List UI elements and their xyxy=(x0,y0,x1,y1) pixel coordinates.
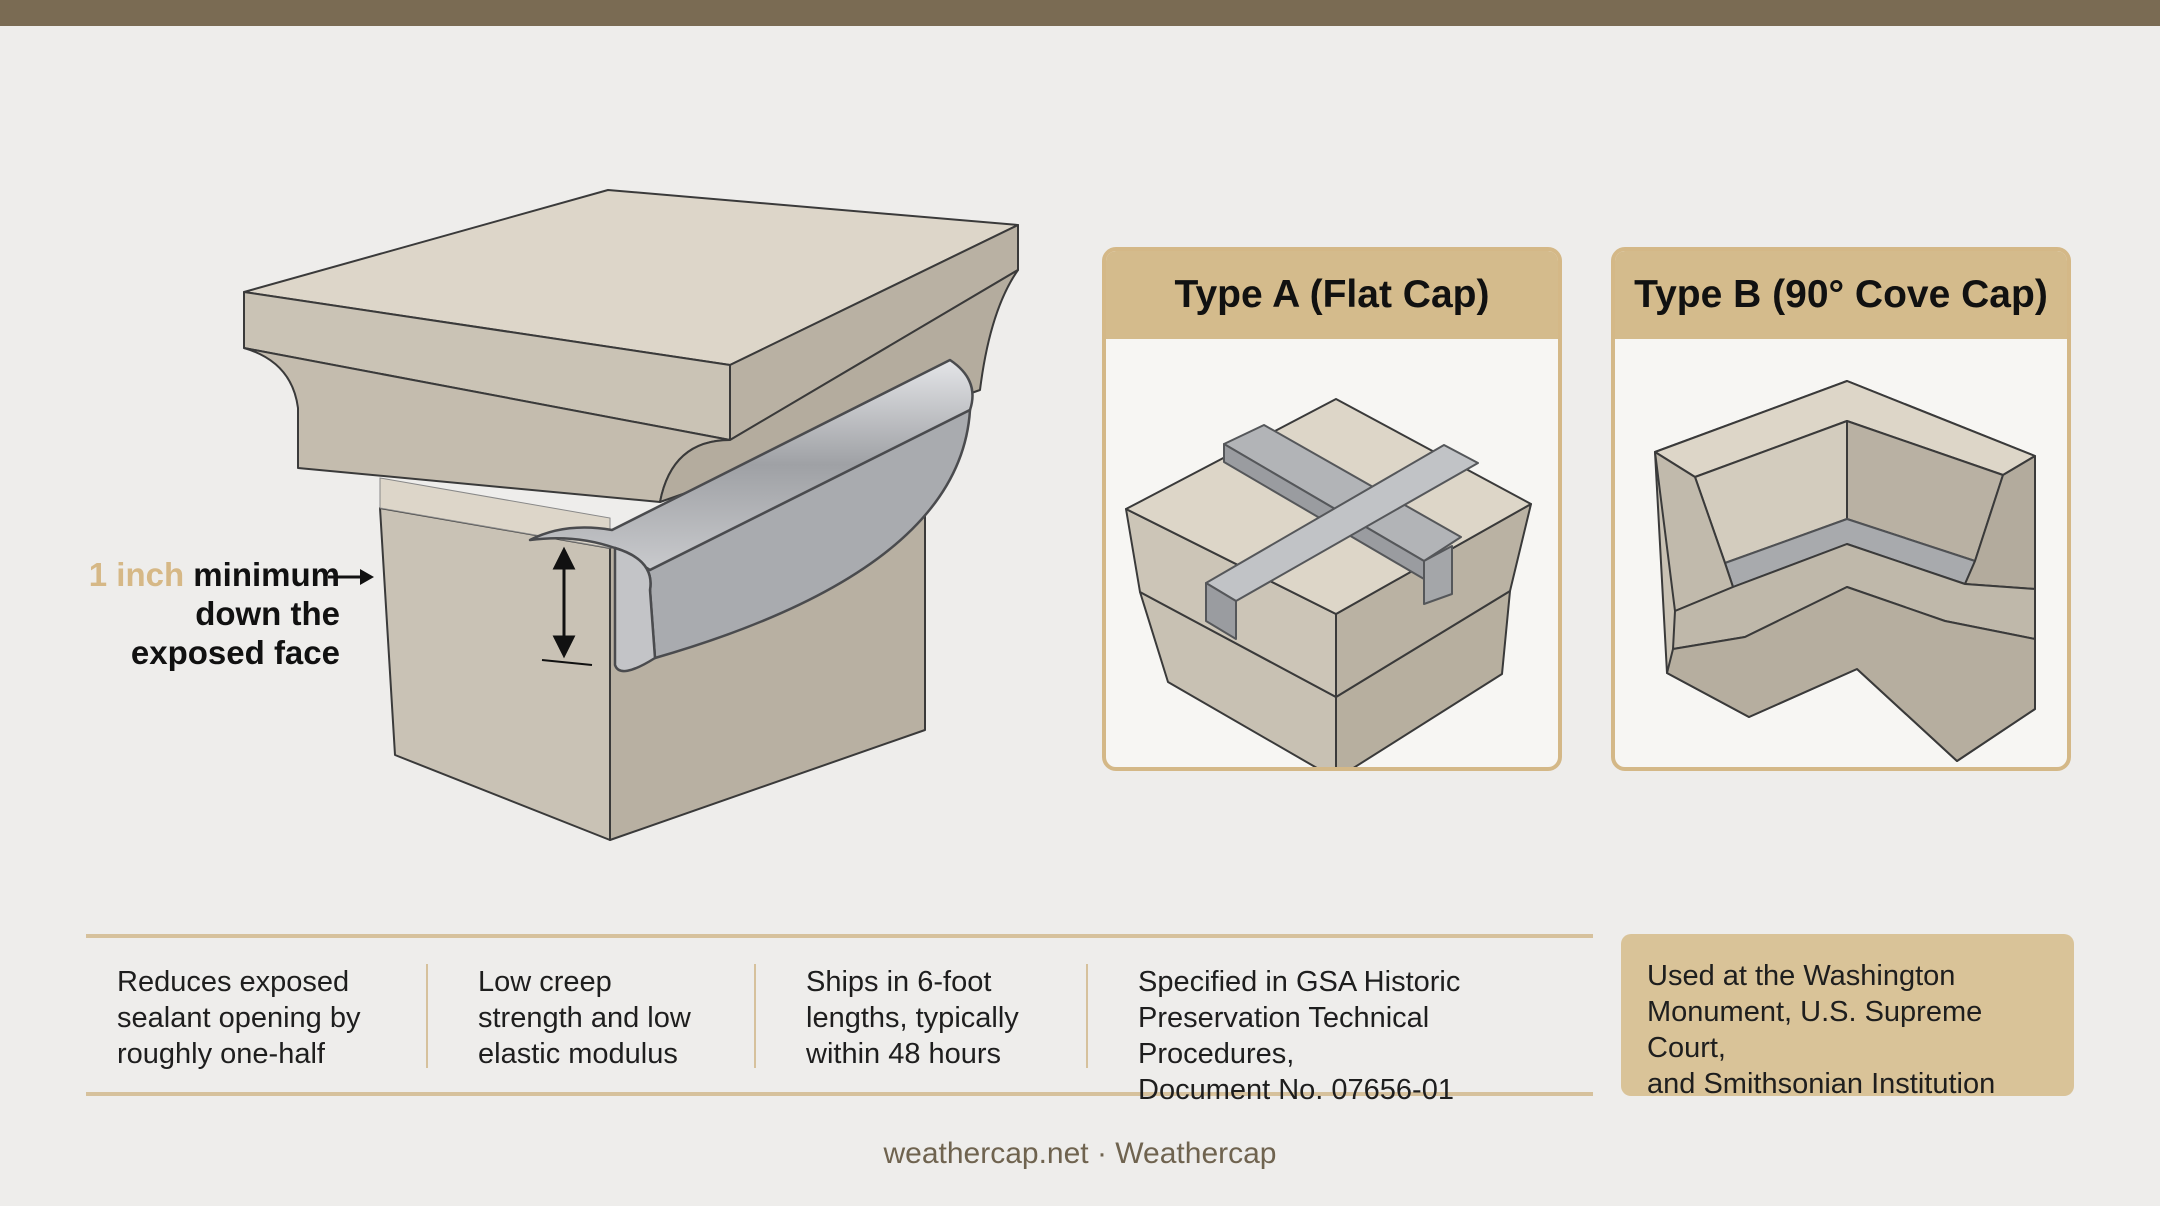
flat-cap-illustration xyxy=(1125,398,1532,767)
type-a-card: Type A (Flat Cap) xyxy=(1102,247,1562,771)
annotation-line3: exposed face xyxy=(130,634,340,671)
annotation-arrow-icon xyxy=(328,569,374,585)
cove-cap-illustration xyxy=(1654,380,2036,762)
feature-line: Ships in 6-foot xyxy=(806,966,992,998)
feature-sealant-opening: Reduces exposed sealant opening by rough… xyxy=(117,964,360,1072)
feature-line: Document No. 07656-01 xyxy=(1138,1074,1454,1106)
thickness-annotation: 1 inch minimum down the exposed face xyxy=(40,555,340,672)
feature-gsa-spec: Specified in GSA Historic Preservation T… xyxy=(1138,964,1593,1108)
feature-divider xyxy=(426,964,428,1068)
feature-line: Preservation Technical Procedures, xyxy=(1138,1002,1430,1070)
highlight-line: Used at the Washington xyxy=(1647,960,1956,992)
feature-line: sealant opening by xyxy=(117,1002,361,1034)
type-b-title: Type B (90° Cove Cap) xyxy=(1615,251,2067,339)
annotation-line2: down the xyxy=(195,595,340,632)
feature-divider xyxy=(754,964,756,1068)
highlight-line: and Smithsonian Institution xyxy=(1647,1068,1996,1100)
feature-divider xyxy=(1086,964,1088,1068)
feature-line: Low creep xyxy=(478,966,612,998)
type-a-title: Type A (Flat Cap) xyxy=(1106,251,1558,339)
feature-line: lengths, typically xyxy=(806,1002,1019,1034)
feature-low-creep: Low creep strength and low elastic modul… xyxy=(478,964,691,1072)
feature-line: elastic modulus xyxy=(478,1038,678,1070)
features-strip: Reduces exposed sealant opening by rough… xyxy=(86,934,1593,1106)
feature-line: Specified in GSA Historic xyxy=(1138,966,1461,998)
feature-line: within 48 hours xyxy=(806,1038,1002,1070)
upper-coping-stone xyxy=(243,189,1019,503)
annotation-line1: minimum xyxy=(184,556,340,593)
metal-cap-strip xyxy=(528,358,974,673)
feature-line: strength and low xyxy=(478,1002,691,1034)
type-b-card: Type B (90° Cove Cap) xyxy=(1611,247,2071,771)
coping-joint-illustration xyxy=(243,189,1019,841)
highlight-line: Monument, U.S. Supreme Court, xyxy=(1647,996,1983,1064)
feature-line: roughly one-half xyxy=(117,1038,325,1070)
dimension-marker xyxy=(541,546,593,666)
annotation-highlight: 1 inch xyxy=(88,556,185,593)
feature-line: Reduces exposed xyxy=(117,966,350,998)
notable-projects-box: Used at the Washington Monument, U.S. Su… xyxy=(1621,934,2074,1100)
top-bar xyxy=(0,0,2160,26)
feature-shipping: Ships in 6-foot lengths, typically withi… xyxy=(806,964,1019,1072)
footer-attribution: weathercap.net · Weathercap xyxy=(883,1137,1277,1170)
